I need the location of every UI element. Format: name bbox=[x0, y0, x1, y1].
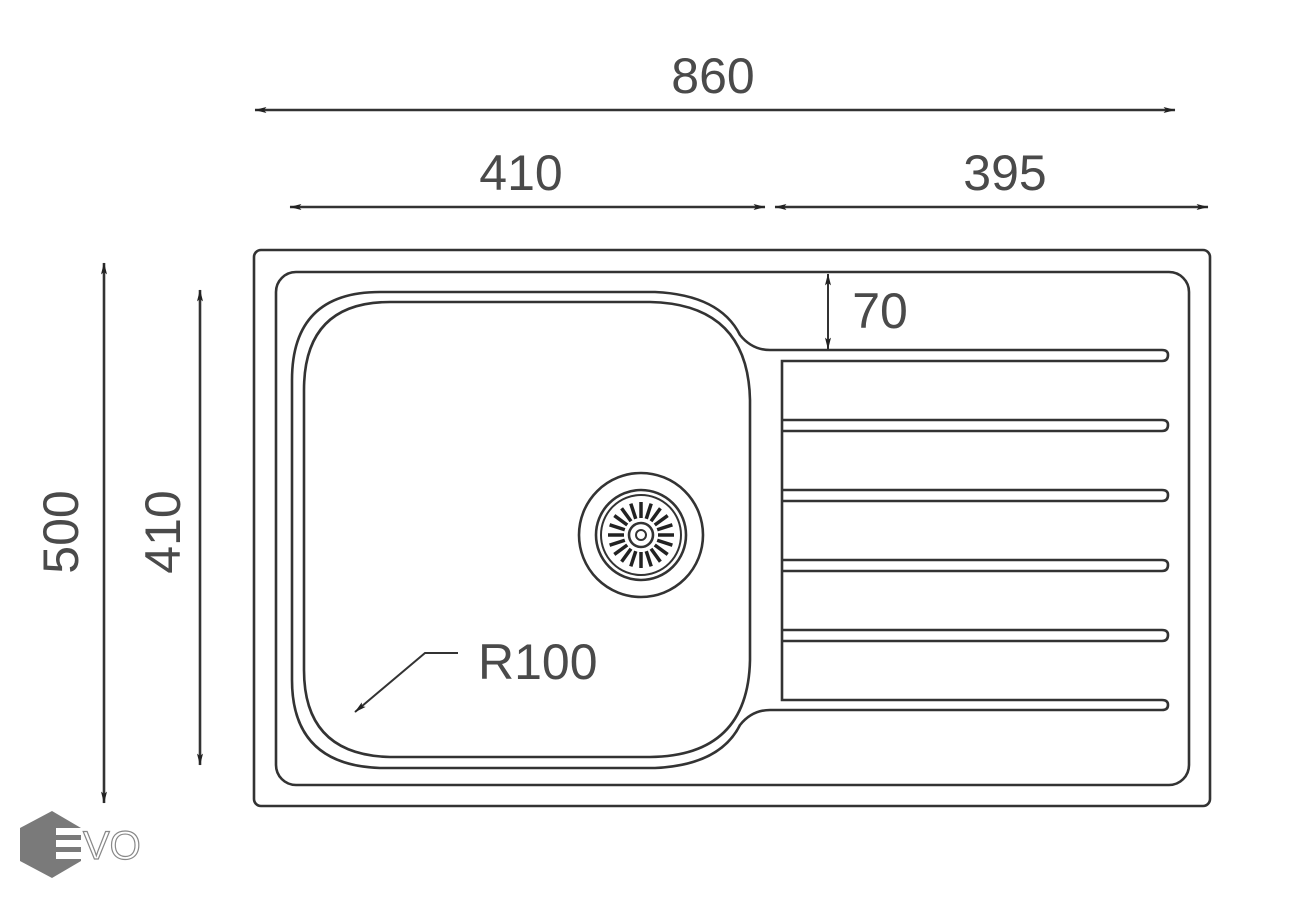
drain-strainer-icon bbox=[577, 471, 705, 599]
drain-slot bbox=[609, 523, 626, 532]
bowl-inner-outline bbox=[302, 300, 752, 759]
drain-slot bbox=[649, 547, 662, 563]
dimension-label: 410 bbox=[135, 490, 191, 573]
dimension-label: 410 bbox=[479, 145, 562, 201]
drain-slot bbox=[656, 523, 673, 532]
radius-label: R100 bbox=[478, 634, 598, 690]
dimension-bowl-width: 410 bbox=[289, 145, 766, 210]
dimension-label: 70 bbox=[852, 283, 908, 339]
dimension-drainer-width: 395 bbox=[774, 145, 1209, 210]
drainer-rib bbox=[782, 558, 1170, 573]
sink-inner-rim bbox=[274, 270, 1191, 787]
drainer-ribs bbox=[782, 418, 1170, 643]
dimension-overall-depth: 500 bbox=[33, 262, 107, 804]
dimension-bowl-depth: 410 bbox=[135, 289, 203, 766]
drain-slot bbox=[629, 550, 638, 567]
drain-slot bbox=[656, 538, 673, 547]
drainer-rib bbox=[782, 488, 1170, 503]
drain-slot bbox=[620, 547, 633, 563]
drain-slot bbox=[613, 514, 629, 527]
drain-slot bbox=[644, 503, 653, 520]
drain-slot bbox=[620, 507, 633, 523]
dimension-overall-width: 860 bbox=[254, 48, 1176, 113]
drain-slot bbox=[653, 514, 669, 527]
leader-arrow bbox=[354, 652, 458, 713]
drain-slot bbox=[649, 507, 662, 523]
dimension-label: 860 bbox=[671, 48, 754, 104]
bowl-outline bbox=[290, 290, 1170, 770]
drain-slot bbox=[644, 550, 653, 567]
drainer-rib bbox=[782, 628, 1170, 643]
drain-slot bbox=[653, 543, 669, 556]
drain-slot bbox=[613, 543, 629, 556]
drain-slot bbox=[629, 503, 638, 520]
evo-logo: VO bbox=[20, 811, 141, 878]
drainer-rib bbox=[782, 418, 1170, 433]
sink-outer-rim bbox=[252, 248, 1212, 808]
dimension-label: 395 bbox=[963, 145, 1046, 201]
drain-slot bbox=[609, 538, 626, 547]
svg-text:VO: VO bbox=[83, 824, 141, 868]
corner-radius-callout: R100 bbox=[354, 634, 598, 713]
dimension-rim-to-drainer: 70 bbox=[825, 273, 908, 350]
dimension-label: 500 bbox=[33, 490, 89, 573]
